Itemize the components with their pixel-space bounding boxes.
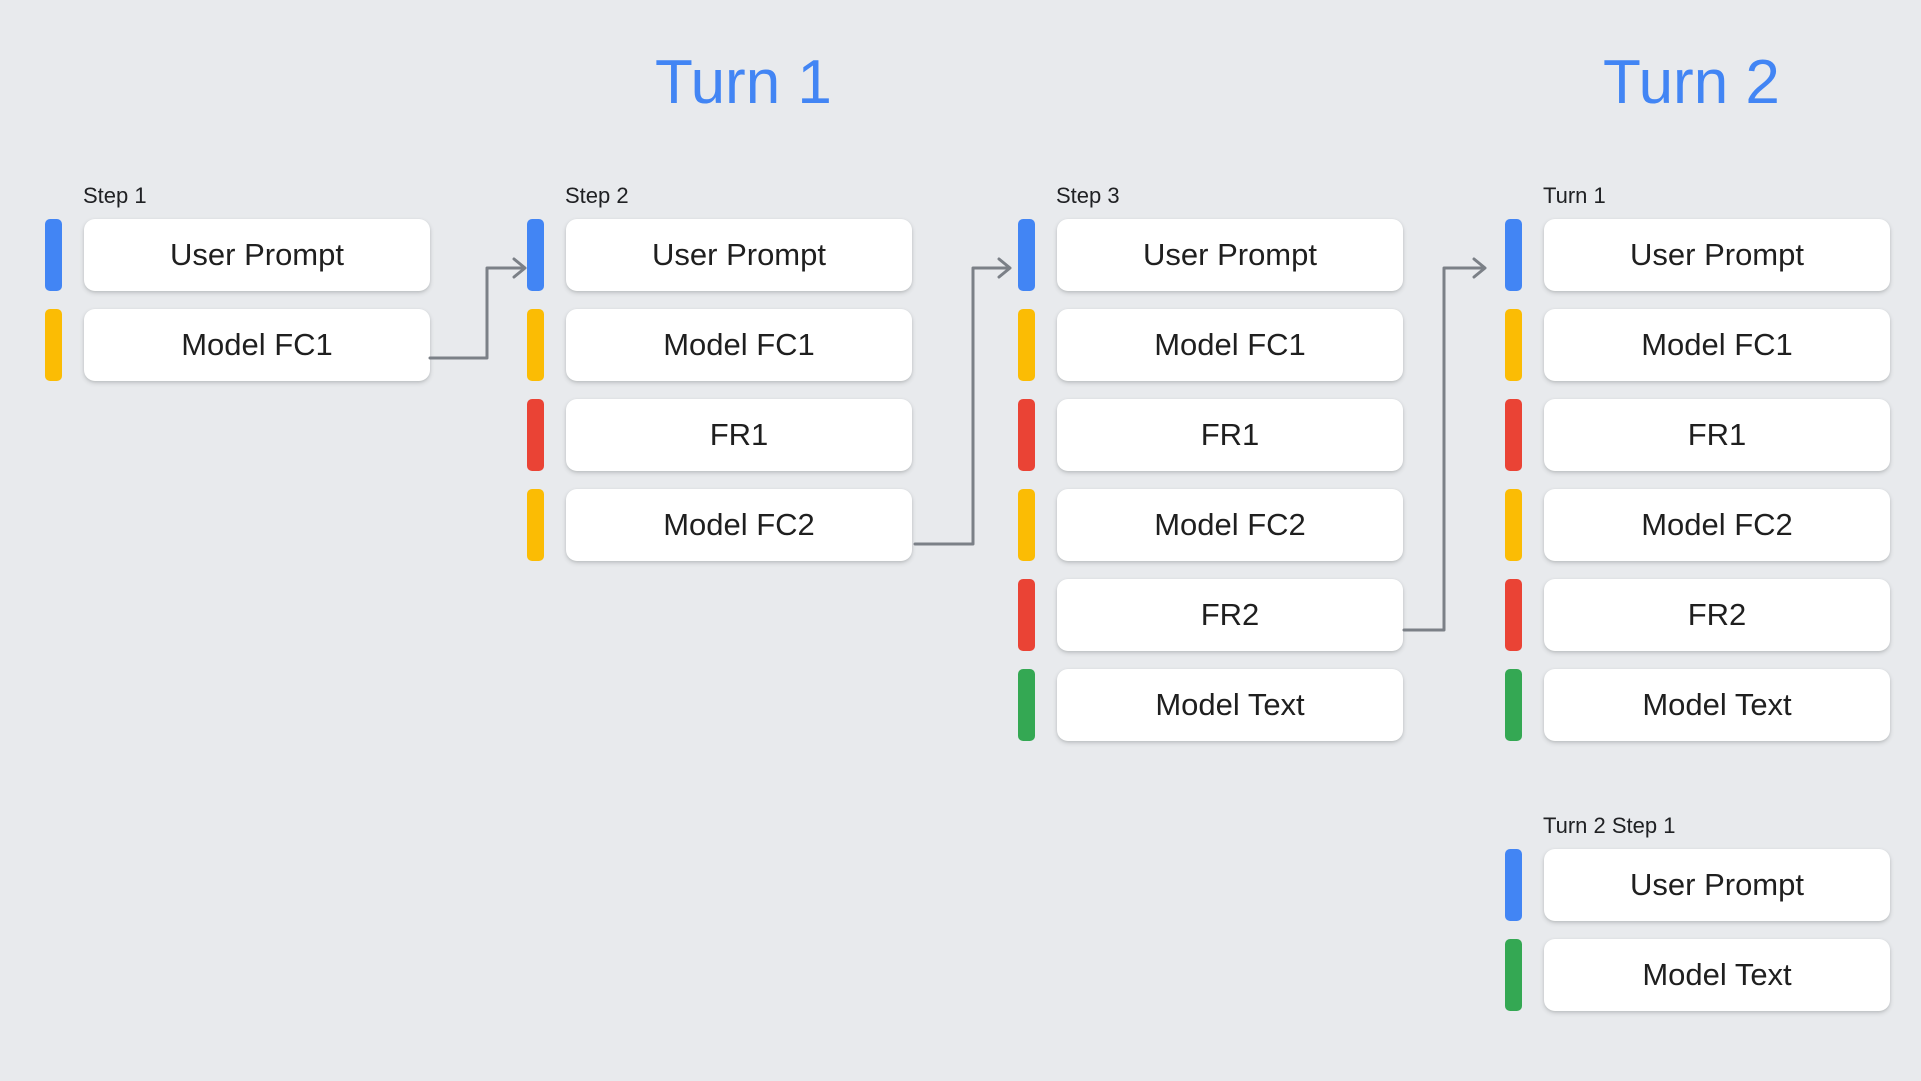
card-label[interactable]: FR1 (1544, 399, 1890, 471)
status-bar-yellow (1505, 309, 1522, 381)
card-label[interactable]: Model FC1 (1057, 309, 1403, 381)
row-model-fc1[interactable]: Model FC1 (45, 307, 430, 383)
card-label[interactable]: FR2 (1544, 579, 1890, 651)
rows-turn-2-step-1: User Prompt Model Text (1505, 847, 1890, 1013)
card-label[interactable]: Model FC2 (1057, 489, 1403, 561)
card-label[interactable]: User Prompt (1057, 219, 1403, 291)
row-user-prompt[interactable]: User Prompt (1018, 217, 1403, 293)
row-fr1[interactable]: FR1 (527, 397, 912, 473)
card-label[interactable]: Model FC1 (566, 309, 912, 381)
rows-step-1: User Prompt Model FC1 (45, 217, 430, 383)
card-label[interactable]: User Prompt (84, 219, 430, 291)
card-label[interactable]: User Prompt (1544, 849, 1890, 921)
row-user-prompt[interactable]: User Prompt (45, 217, 430, 293)
connector-step3-to-turn2 (1402, 240, 1514, 650)
group-label-step-1: Step 1 (83, 183, 147, 208)
rows-turn-2-turn-1: User Prompt Model FC1 FR1 Model FC2 FR2 … (1505, 217, 1890, 743)
status-bar-yellow (1018, 489, 1035, 561)
card-label[interactable]: User Prompt (1544, 219, 1890, 291)
connector-step2-to-step3 (913, 240, 1025, 560)
row-model-text[interactable]: Model Text (1505, 937, 1890, 1013)
row-user-prompt[interactable]: User Prompt (527, 217, 912, 293)
status-bar-yellow (1505, 489, 1522, 561)
column-turn-2-turn-1: Turn 1 User Prompt Model FC1 FR1 Model F… (1505, 185, 1890, 743)
status-bar-blue (1505, 219, 1522, 291)
card-label[interactable]: Model Text (1544, 939, 1890, 1011)
row-user-prompt[interactable]: User Prompt (1505, 217, 1890, 293)
status-bar-yellow (527, 489, 544, 561)
row-fr1[interactable]: FR1 (1018, 397, 1403, 473)
row-model-fc2[interactable]: Model FC2 (1505, 487, 1890, 563)
row-fr2[interactable]: FR2 (1018, 577, 1403, 653)
rows-step-3: User Prompt Model FC1 FR1 Model FC2 FR2 … (1018, 217, 1403, 743)
card-label[interactable]: FR2 (1057, 579, 1403, 651)
status-bar-red (1018, 579, 1035, 651)
card-label[interactable]: Model Text (1544, 669, 1890, 741)
card-label[interactable]: Model FC2 (1544, 489, 1890, 561)
row-fr1[interactable]: FR1 (1505, 397, 1890, 473)
group-label-turn-1: Turn 1 (1543, 183, 1606, 208)
column-step-1: Step 1 User Prompt Model FC1 (45, 185, 430, 383)
row-model-fc1[interactable]: Model FC1 (1505, 307, 1890, 383)
status-bar-green (1505, 669, 1522, 741)
status-bar-red (1505, 399, 1522, 471)
status-bar-yellow (527, 309, 544, 381)
heading-turn-1: Turn 1 (655, 48, 832, 117)
status-bar-green (1018, 669, 1035, 741)
connector-step1-to-step2 (428, 240, 540, 370)
row-model-text[interactable]: Model Text (1505, 667, 1890, 743)
column-step-3: Step 3 User Prompt Model FC1 FR1 Model F… (1018, 185, 1403, 743)
row-model-fc1[interactable]: Model FC1 (527, 307, 912, 383)
status-bar-green (1505, 939, 1522, 1011)
card-label[interactable]: Model FC1 (84, 309, 430, 381)
card-label[interactable]: FR1 (1057, 399, 1403, 471)
group-label-step-2: Step 2 (565, 183, 629, 208)
column-step-2: Step 2 User Prompt Model FC1 FR1 Model F… (527, 185, 912, 563)
row-model-fc1[interactable]: Model FC1 (1018, 307, 1403, 383)
status-bar-blue (527, 219, 544, 291)
row-model-text[interactable]: Model Text (1018, 667, 1403, 743)
row-model-fc2[interactable]: Model FC2 (1018, 487, 1403, 563)
status-bar-blue (1505, 849, 1522, 921)
group-label-turn-2-step-1: Turn 2 Step 1 (1543, 813, 1676, 838)
status-bar-red (1018, 399, 1035, 471)
heading-turn-2: Turn 2 (1603, 48, 1780, 117)
rows-step-2: User Prompt Model FC1 FR1 Model FC2 (527, 217, 912, 563)
card-label[interactable]: Model FC2 (566, 489, 912, 561)
group-label-step-3: Step 3 (1056, 183, 1120, 208)
status-bar-blue (45, 219, 62, 291)
card-label[interactable]: Model Text (1057, 669, 1403, 741)
status-bar-red (1505, 579, 1522, 651)
row-model-fc2[interactable]: Model FC2 (527, 487, 912, 563)
column-turn-2-step-1: Turn 2 Step 1 User Prompt Model Text (1505, 815, 1890, 1013)
status-bar-yellow (45, 309, 62, 381)
card-label[interactable]: Model FC1 (1544, 309, 1890, 381)
status-bar-yellow (1018, 309, 1035, 381)
status-bar-blue (1018, 219, 1035, 291)
row-user-prompt[interactable]: User Prompt (1505, 847, 1890, 923)
row-fr2[interactable]: FR2 (1505, 577, 1890, 653)
card-label[interactable]: FR1 (566, 399, 912, 471)
status-bar-red (527, 399, 544, 471)
card-label[interactable]: User Prompt (566, 219, 912, 291)
